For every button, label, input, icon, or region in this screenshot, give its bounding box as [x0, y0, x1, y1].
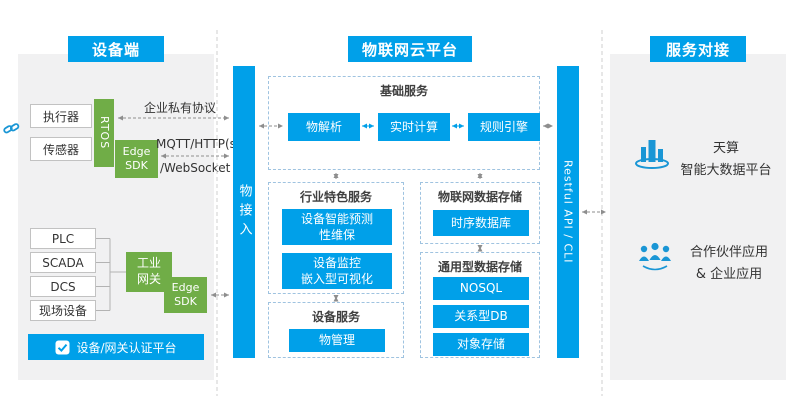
device-services-title: 设备服务 [311, 310, 360, 324]
basic-services-title: 基础服务 [379, 84, 428, 98]
restful-api-bar: Restful API / CLI [557, 66, 579, 358]
industry-services-group: 行业特色服务 设备智能预测 性维保 设备监控 嵌入型可视化 [268, 182, 404, 294]
predictive-maintenance-box: 设备智能预测 性维保 [282, 209, 392, 245]
websocket-label: /WebSocket [160, 161, 231, 175]
bigdata-platform-label: 天算 智能大数据平台 [680, 141, 772, 179]
thing-parsing-box: 物解析 [288, 113, 360, 141]
general-storage-title: 通用型数据存储 [437, 260, 522, 274]
check-shield-icon [55, 340, 70, 355]
basic-services-group: 基础服务 物解析 实时计算 规则引擎 [268, 76, 540, 170]
iot-storage-group: 物联网数据存储 时序数据库 [420, 182, 540, 244]
scada-box: SCADA [30, 252, 96, 273]
relational-db-box: 关系型DB [433, 305, 529, 328]
rtos-label: RTOS [98, 116, 112, 150]
auth-platform-label: 设备/网关认证平台 [76, 340, 177, 355]
object-storage-box: 对象存储 [433, 333, 529, 356]
partner-apps-icon [636, 240, 674, 272]
field-device-box: 现场设备 [30, 300, 96, 321]
edge-sdk-box: Edge SDK [115, 140, 158, 178]
device-section-header: 设备端 [68, 36, 164, 62]
actuator-box: 执行器 [30, 104, 92, 128]
sensor-box: 传感器 [30, 137, 92, 161]
restful-api-label: Restful API / CLI [561, 160, 575, 264]
plc-box: PLC [30, 228, 96, 249]
platform-section-header: 物联网云平台 [348, 36, 472, 62]
gateway-edge-sdk-box: Edge SDK [164, 277, 207, 313]
industrial-gateway-box: 工业 网关 [126, 252, 172, 292]
dcs-box: DCS [30, 276, 96, 297]
device-monitor-visualization-box: 设备监控 嵌入型可视化 [282, 253, 392, 289]
private-protocol-label: 企业私有协议 [143, 101, 216, 115]
timeseries-db-box: 时序数据库 [433, 210, 529, 236]
rtos-bar: RTOS [94, 99, 114, 167]
realtime-computing-box: 实时计算 [378, 113, 450, 141]
thing-access-bar: 物接入 [233, 66, 255, 358]
integration-section-header: 服务对接 [650, 36, 746, 62]
thing-management-box: 物管理 [289, 329, 385, 352]
partner-apps-label: 合作伙伴应用 & 企业应用 [689, 245, 768, 283]
link-icon [3, 120, 20, 137]
iot-storage-title: 物联网数据存储 [437, 190, 522, 204]
device-services-group: 设备服务 物管理 [268, 302, 404, 358]
bigdata-platform-icon [634, 136, 670, 170]
nosql-box: NOSQL [433, 277, 529, 300]
mqtt-label: MQTT/HTTP(s) [156, 137, 241, 151]
industry-services-title: 行业特色服务 [299, 190, 372, 204]
integration-panel [610, 54, 786, 380]
rule-engine-box: 规则引擎 [468, 113, 540, 141]
thing-access-label: 物接入 [236, 183, 252, 241]
general-storage-group: 通用型数据存储 NOSQL 关系型DB 对象存储 [420, 252, 540, 358]
auth-platform-bar: 设备/网关认证平台 [28, 334, 204, 360]
